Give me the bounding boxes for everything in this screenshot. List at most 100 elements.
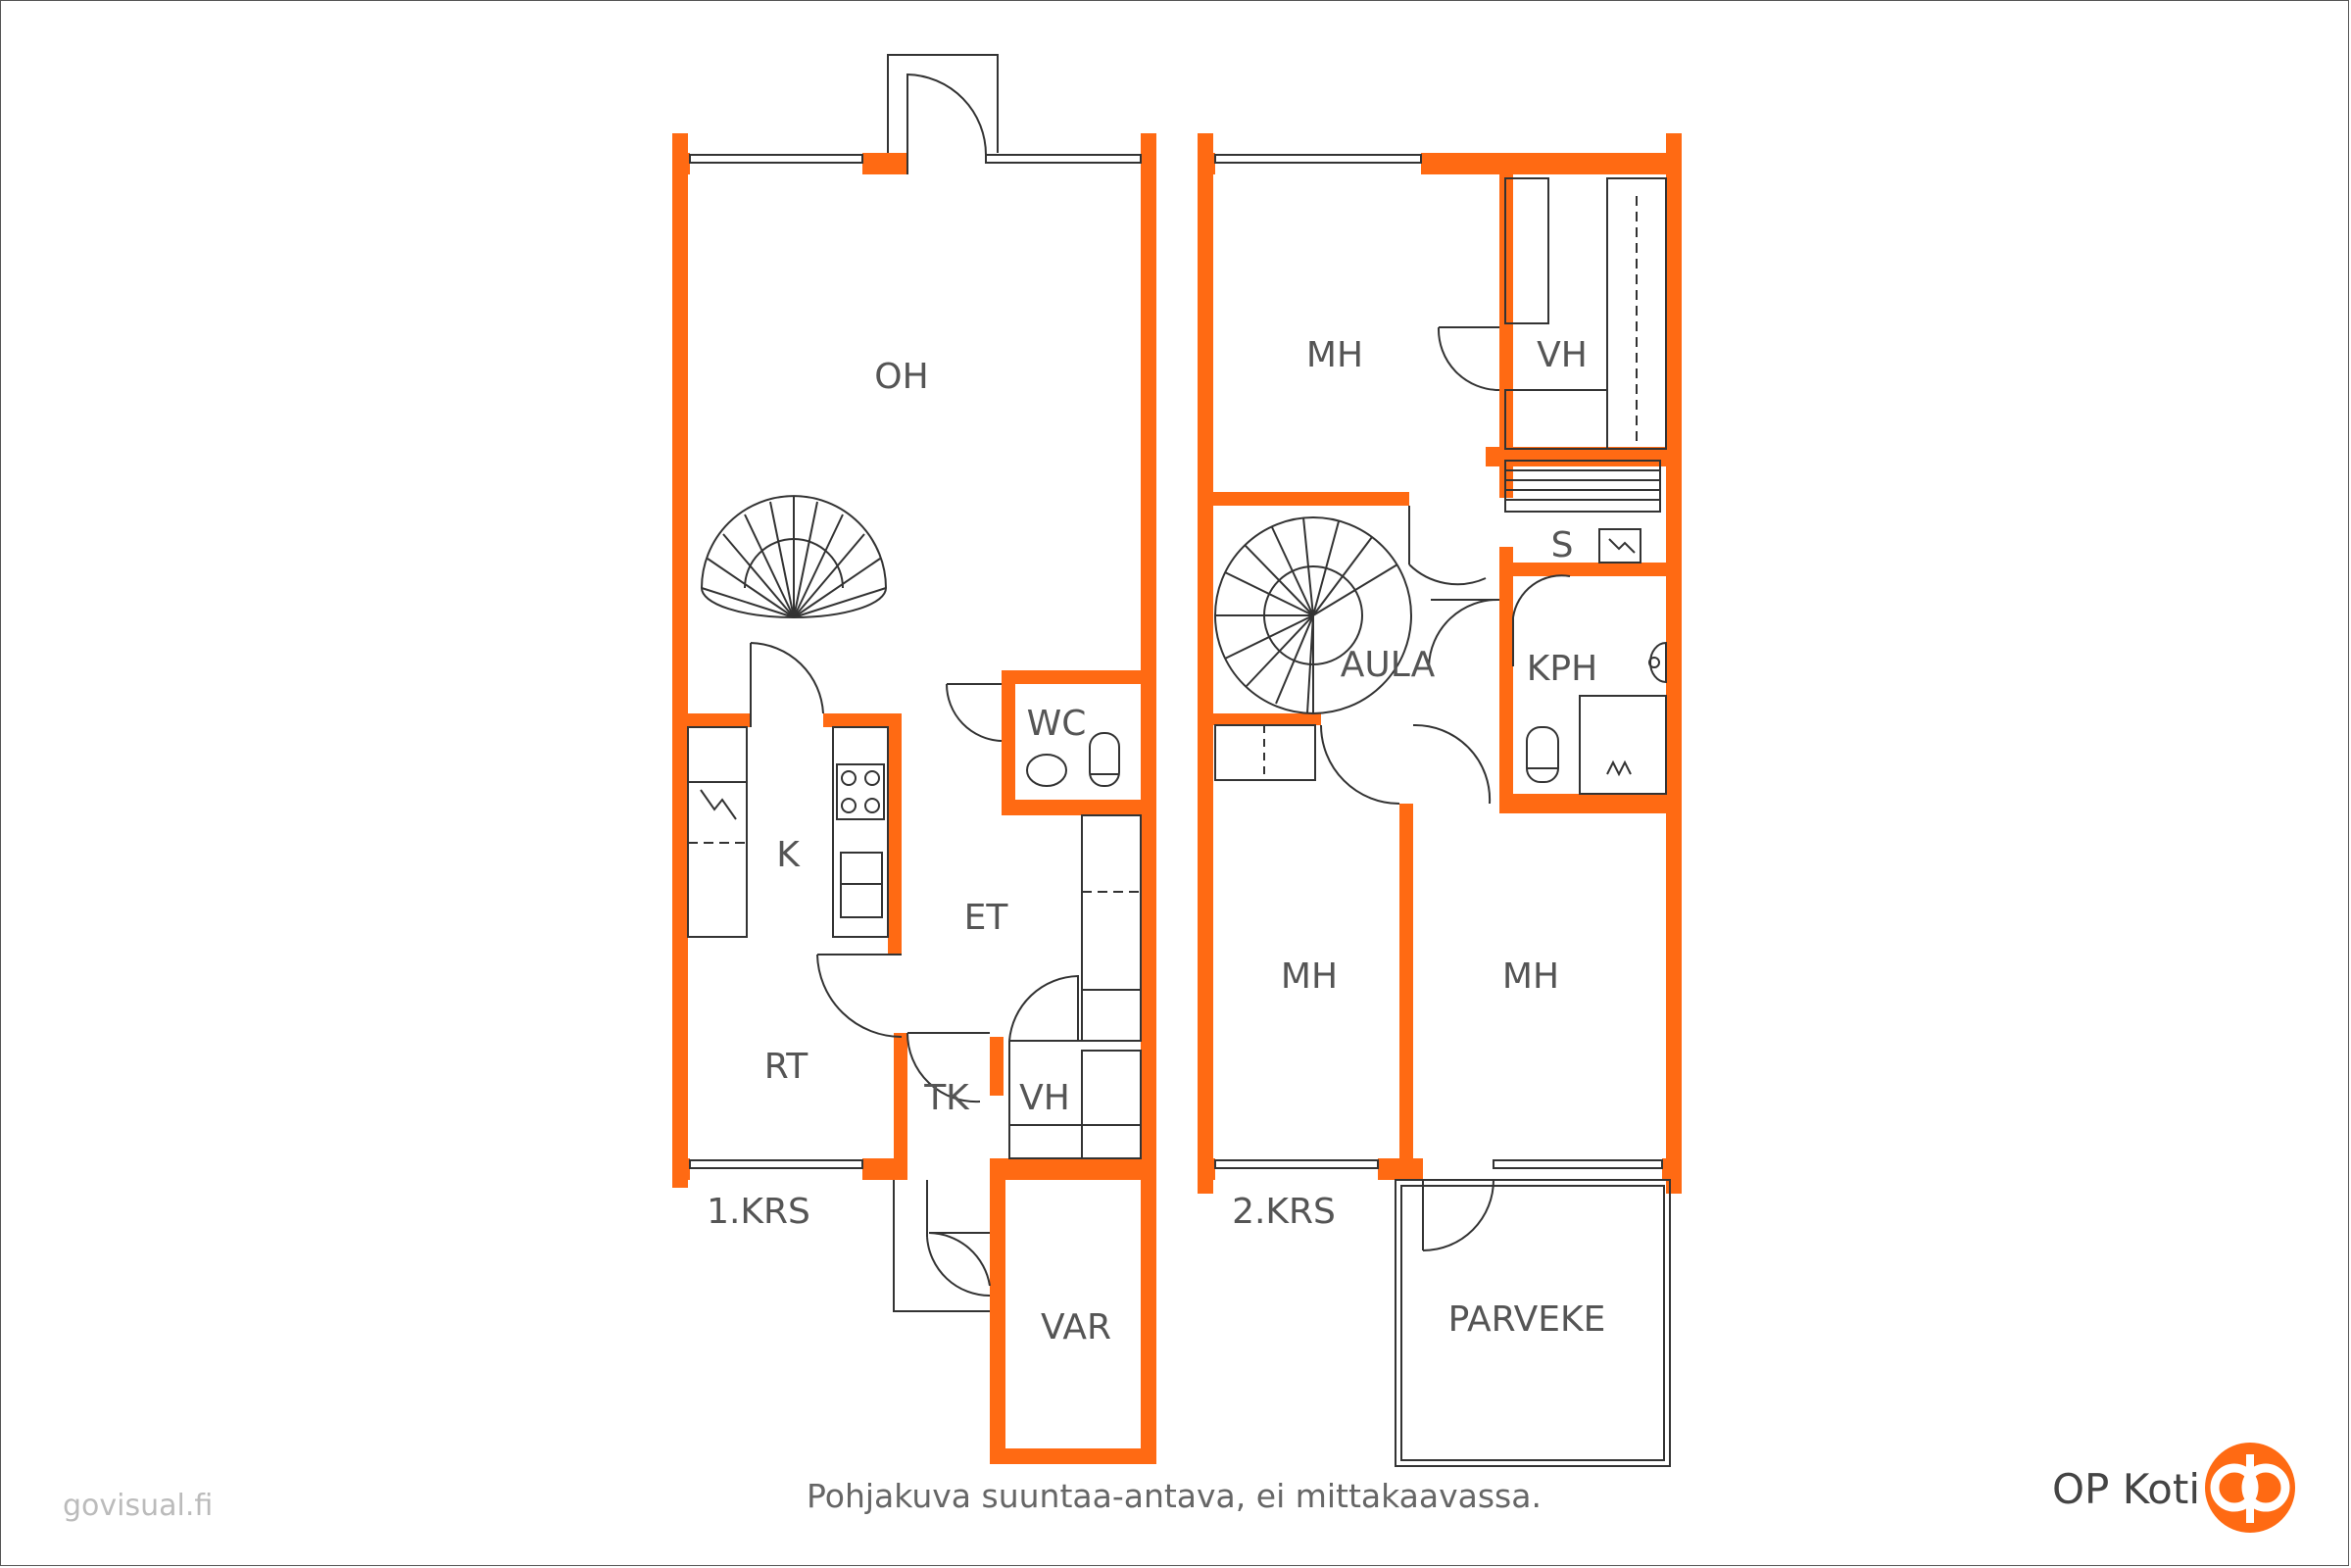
sauna-bench: [1504, 460, 1661, 513]
window: [1214, 154, 1422, 164]
stove-icon: [1608, 538, 1636, 554]
wall: [1399, 804, 1413, 1180]
window: [1493, 1159, 1663, 1169]
wall: [823, 713, 902, 727]
source-credit: govisual.fi: [63, 1489, 213, 1523]
window: [1214, 1159, 1379, 1169]
window: [689, 1159, 863, 1169]
floor-drain: [1606, 760, 1632, 777]
room-label-mh-top: MH: [1306, 335, 1363, 375]
wall: [1198, 492, 1409, 506]
toilet: [1089, 732, 1120, 787]
disclaimer-text: Pohjakuva suuntaa-antava, ei mittakaavas…: [807, 1477, 1542, 1515]
counter: [687, 726, 748, 938]
wall: [1662, 1158, 1682, 1180]
spiral-stair: [701, 495, 887, 618]
room-label-parveke: PARVEKE: [1448, 1299, 1606, 1340]
shelf: [1504, 389, 1608, 450]
wall: [672, 713, 751, 727]
room-label-k: K: [776, 835, 801, 875]
wall: [672, 153, 690, 174]
entrance-porch: [893, 1180, 990, 1312]
room-label-mh-left: MH: [1281, 956, 1338, 997]
window: [689, 154, 863, 164]
wardrobe: [1081, 814, 1142, 1042]
wall: [672, 133, 688, 1188]
wall: [1499, 547, 1513, 813]
wall: [1198, 1158, 1215, 1180]
balcony: [1395, 1179, 1671, 1467]
room-label-wc: WC: [1027, 704, 1087, 744]
door-swing: [1512, 574, 1571, 666]
washbasin: [1026, 754, 1067, 787]
door-swing: [906, 1032, 990, 1103]
brand-name: OP Koti: [2052, 1465, 2200, 1513]
counter: [832, 726, 889, 938]
wall: [1499, 794, 1682, 813]
shower-area: [1579, 695, 1667, 795]
cooktop: [836, 763, 885, 820]
room-label-mh-right: MH: [1502, 956, 1559, 997]
wall: [990, 1448, 1156, 1464]
wardrobe: [1504, 177, 1549, 324]
wall: [990, 1037, 1004, 1096]
wall: [1421, 153, 1682, 174]
stove-icon: [700, 789, 737, 820]
wall: [1002, 670, 1156, 684]
floor-label-2krs: 2.KRS: [1232, 1192, 1336, 1232]
door-swing: [946, 683, 1003, 742]
wall: [672, 1158, 690, 1180]
room-label-et: ET: [964, 898, 1009, 938]
door-swing: [750, 642, 824, 727]
wall: [888, 713, 902, 955]
floor1-plan: [672, 133, 1156, 1464]
wall: [862, 153, 907, 174]
room-label-oh: OH: [874, 357, 928, 397]
wardrobe: [1081, 1050, 1142, 1159]
floor2-plan: [1198, 133, 1682, 1194]
wall: [1213, 713, 1321, 725]
wall: [1002, 670, 1015, 815]
wall: [1141, 133, 1156, 1188]
room-label-tk: TK: [923, 1078, 970, 1118]
door-swing: [1428, 598, 1500, 667]
wardrobe: [1606, 177, 1667, 450]
door-swing: [928, 1232, 991, 1287]
shelf: [1008, 1124, 1142, 1159]
door-swing: [1008, 974, 1079, 1125]
door-swing: [906, 73, 987, 174]
wall: [1002, 800, 1156, 815]
room-label-rt: RT: [764, 1047, 808, 1087]
sauna-stove: [1598, 528, 1641, 564]
room-label-vh-2: VH: [1537, 335, 1588, 375]
wall: [1198, 153, 1215, 174]
wall: [894, 1033, 907, 1180]
entrance-porch: [887, 54, 999, 153]
door-swing: [1408, 506, 1487, 586]
toilet: [1526, 726, 1559, 783]
wall: [990, 1158, 1156, 1180]
op-logo-icon: [2205, 1443, 2295, 1533]
door-swing: [816, 954, 903, 1038]
door-swing: [1437, 326, 1500, 391]
floor1-details: [687, 54, 1142, 1312]
room-label-aula: AULA: [1341, 645, 1436, 685]
window: [985, 154, 1142, 164]
wall: [1666, 133, 1682, 1194]
room-label-var: VAR: [1041, 1307, 1111, 1348]
room-label-vh: VH: [1019, 1078, 1070, 1118]
wall: [1499, 563, 1682, 576]
wall: [1198, 133, 1213, 1194]
wall: [990, 1158, 1005, 1464]
door-swing: [926, 1180, 991, 1298]
wall: [1141, 1158, 1156, 1464]
room-label-s: S: [1551, 525, 1574, 565]
door-swing: [1422, 1179, 1494, 1251]
wall: [1499, 174, 1513, 498]
spiral-stair: [1214, 516, 1412, 714]
room-label-kph: KPH: [1527, 649, 1597, 689]
door-swing: [1412, 723, 1492, 805]
floor2-details: [1214, 154, 1671, 1467]
